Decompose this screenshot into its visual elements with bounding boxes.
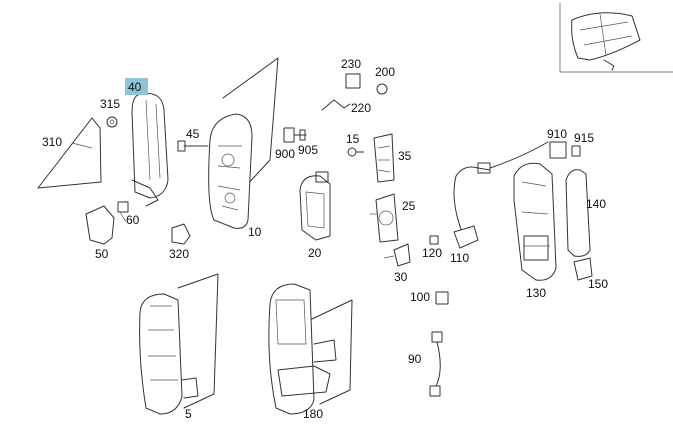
part-90-cable: [429, 331, 443, 397]
callout-905[interactable]: 905: [298, 143, 318, 157]
callout-90[interactable]: 90: [408, 352, 422, 366]
callout-120[interactable]: 120: [422, 246, 442, 260]
part-110-harness: [429, 141, 549, 249]
callout-100[interactable]: 100: [410, 290, 430, 304]
callout-140[interactable]: 140: [586, 197, 606, 211]
part-25-adjuster: [370, 193, 399, 243]
part-45-bolt: [177, 140, 209, 152]
part-100-bulb-holder: [435, 291, 449, 305]
callout-40[interactable]: 40: [128, 80, 142, 94]
part-130-mirror-housing: [513, 162, 557, 281]
callout-60[interactable]: 60: [126, 213, 140, 227]
part-230-plug: [345, 73, 361, 89]
callout-230[interactable]: 230: [341, 57, 361, 71]
part-910-connector: [549, 141, 581, 159]
callout-130[interactable]: 130: [526, 286, 546, 300]
callout-10[interactable]: 10: [248, 225, 262, 239]
vehicle-locator-inset: [559, 3, 673, 73]
part-35-motor-bracket: [373, 133, 395, 183]
callout-50[interactable]: 50: [95, 247, 109, 261]
part-150-lower-glass: [573, 257, 593, 281]
callout-915[interactable]: 915: [574, 131, 594, 145]
part-140-mirror-glass: [565, 169, 591, 257]
callout-30[interactable]: 30: [394, 270, 408, 284]
part-40-arm-cover: [131, 92, 169, 207]
callout-110[interactable]: 110: [450, 251, 469, 265]
part-200-nut: [376, 83, 388, 95]
part-30-bracket: [393, 243, 411, 267]
part-900-connector: [283, 127, 307, 143]
part-5-mirror-assembly: [139, 273, 219, 415]
callout-320[interactable]: 320: [169, 247, 189, 261]
callout-15[interactable]: 15: [346, 132, 360, 146]
part-20-housing-shell: [299, 171, 331, 241]
callout-20[interactable]: 20: [308, 246, 322, 260]
part-310-mirror-triangle: [37, 117, 102, 189]
callout-5[interactable]: 5: [185, 407, 192, 421]
part-220-key: [321, 99, 351, 111]
callout-900[interactable]: 900: [275, 147, 295, 161]
part-315-nut: [106, 116, 118, 128]
callout-150[interactable]: 150: [588, 277, 608, 291]
callout-180[interactable]: 180: [303, 407, 323, 421]
part-10-mirror-base: [208, 57, 279, 229]
callout-35[interactable]: 35: [398, 149, 412, 163]
callout-45[interactable]: 45: [186, 127, 200, 141]
callout-200[interactable]: 200: [375, 65, 395, 79]
part-180-mirror-assembly: [268, 283, 353, 415]
callout-315[interactable]: 315: [100, 97, 120, 111]
callout-25[interactable]: 25: [402, 199, 416, 213]
callout-labels: 40 315 310 60 50 320 45 10 900 905 230 2…: [42, 57, 608, 421]
part-320-clip: [171, 223, 191, 245]
part-60-screw: [117, 201, 129, 223]
part-15-screw: [347, 147, 365, 157]
callout-highlight-40: [125, 78, 148, 95]
callout-310[interactable]: 310: [42, 135, 62, 149]
callout-910[interactable]: 910: [547, 127, 567, 141]
part-50-cover: [85, 205, 115, 245]
callout-220[interactable]: 220: [351, 101, 371, 115]
